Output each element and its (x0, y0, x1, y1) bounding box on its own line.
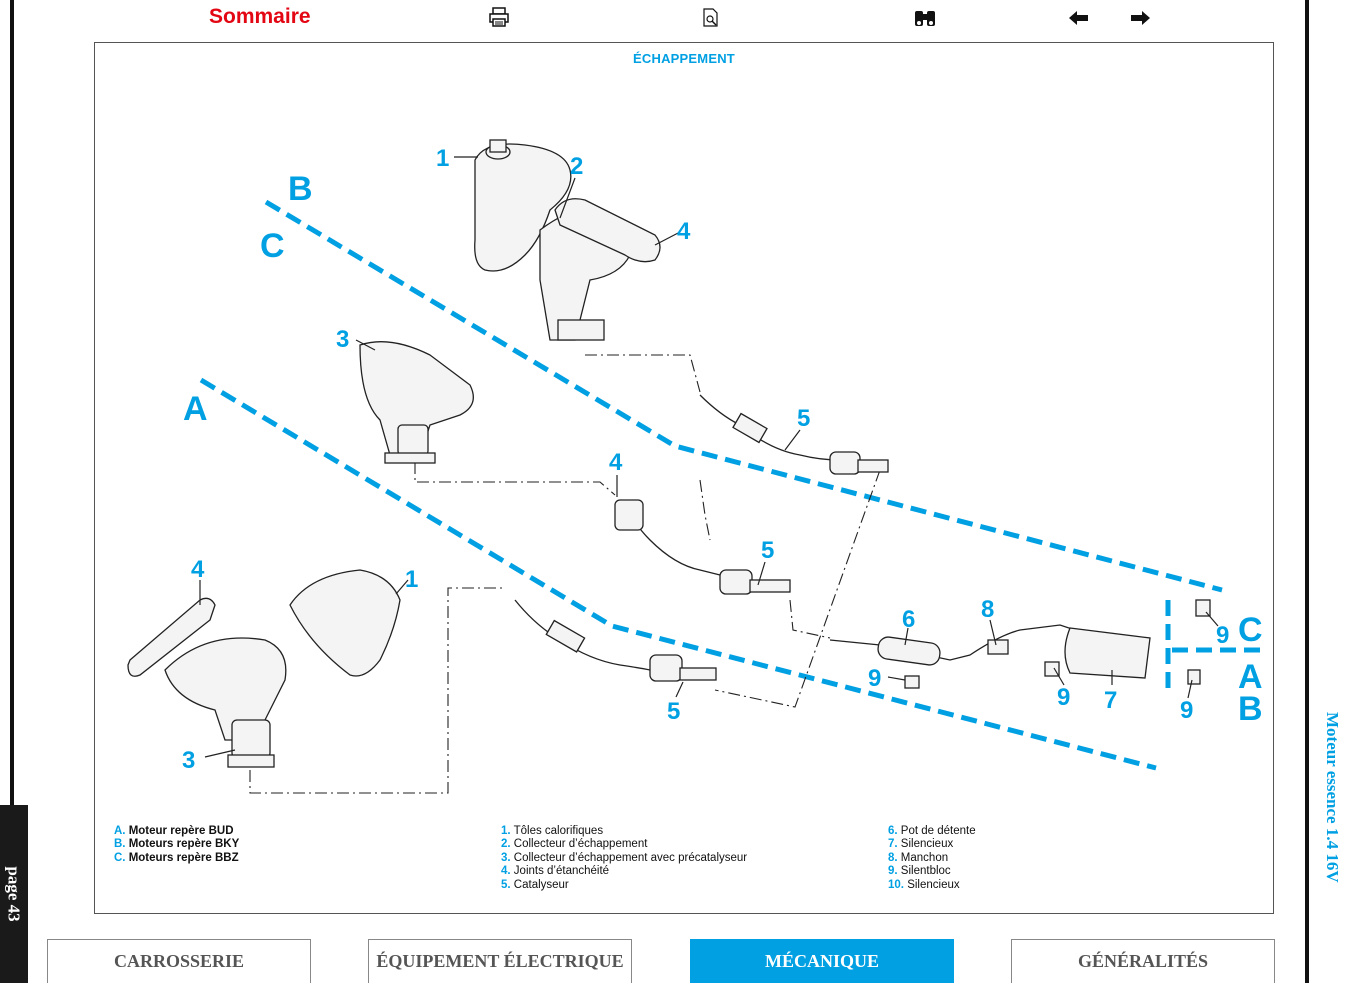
callout-4-c: 4 (677, 218, 691, 245)
tab-carrosserie[interactable]: CARROSSERIE (47, 939, 311, 983)
callout-1-c: 1 (436, 145, 449, 172)
zone-letter-a-left: A (183, 390, 208, 428)
tab-equipement-electrique[interactable]: ÉQUIPEMENT ÉLECTRIQUE (368, 939, 632, 983)
zone-letters: B C A C A B (183, 170, 1263, 728)
legend-part-1: 1. Tôles calorifiques (501, 825, 604, 837)
catalyst-a (514, 599, 717, 682)
diagram-title: ÉCHAPPEMENT (633, 51, 735, 66)
callouts: 1 2 4 3 5 4 5 4 1 3 5 6 8 9 9 7 9 9 (182, 145, 1229, 774)
legend-parts-1: 1. Tôles calorifiques 2. Collecteur d’éc… (501, 825, 747, 892)
rear-pipe (829, 624, 1151, 679)
silentblocs (904, 599, 1211, 689)
catalyst-b (614, 499, 791, 595)
sommaire-link[interactable]: Sommaire (209, 5, 311, 28)
assembly-line-c (585, 354, 701, 393)
gasket-c (554, 198, 661, 263)
callout-7: 7 (1104, 687, 1117, 714)
callout-3-b: 3 (336, 326, 349, 353)
zone-line-bc (264, 199, 1223, 593)
callout-5-b: 5 (761, 537, 774, 564)
legend-engine-c: C. Moteurs repère BBZ (114, 851, 239, 864)
catalyst-c (699, 394, 889, 475)
callout-4-a: 4 (191, 556, 205, 583)
assembly-line-bracket (699, 479, 711, 541)
search-icon[interactable] (912, 6, 938, 30)
callout-9-c: 9 (1216, 622, 1229, 649)
zone-letter-a-right: A (1238, 658, 1263, 696)
legend-part-8: 8. Manchon (888, 851, 949, 864)
callout-9-muffler: 9 (1057, 684, 1070, 711)
heat-shield-a (289, 569, 401, 677)
side-title: Moteur essence 1.4 16V (1323, 712, 1342, 883)
legend-part-7: 7. Silencieux (888, 838, 954, 851)
preview-icon[interactable] (699, 6, 725, 30)
legend-part-5: 5. Catalyseur (501, 878, 569, 891)
legend-part-4: 4. Joints d’étanchéité (501, 865, 610, 878)
zone-letter-b-top: B (288, 170, 313, 208)
gasket-a (127, 597, 216, 677)
toolbar: Sommaire (0, 0, 1300, 38)
assembly-line-rear (714, 469, 881, 708)
heat-shield-c (474, 139, 572, 272)
callout-3-a: 3 (182, 747, 195, 774)
tab-mecanique[interactable]: MÉCANIQUE (690, 939, 954, 983)
legend-part-3: 3. Collecteur d’échappement avec précata… (501, 851, 748, 864)
zone-letter-c-top: C (260, 227, 285, 265)
tab-generalites[interactable]: GÉNÉRALITÉS (1011, 939, 1275, 983)
legend-engines: A. Moteur repère BUD B. Moteurs repère B… (114, 825, 239, 865)
zone-line-a (199, 377, 1157, 771)
assembly-line-a (249, 587, 505, 794)
left-border (10, 0, 14, 805)
leader-lines (199, 156, 1219, 758)
callout-8: 8 (981, 596, 994, 623)
page-number-tab: page 43 (0, 805, 28, 983)
right-border (1305, 0, 1309, 983)
exhaust-diagram: .cl { fill:#00a0e3; font-family:"Liberat… (127, 139, 1263, 794)
callout-4-b: 4 (609, 449, 623, 476)
callout-5-a: 5 (667, 698, 680, 725)
manifold-precat-a (164, 637, 287, 768)
diagram-frame: ÉCHAPPEMENT (94, 42, 1274, 914)
legend-engine-b: B. Moteurs repère BKY (114, 838, 240, 851)
callout-5-c: 5 (797, 405, 810, 432)
callout-9-pot: 9 (868, 665, 881, 692)
callout-1-a: 1 (405, 566, 418, 593)
legend-parts-2: 6. Pot de détente 7. Silencieux 8. Manch… (888, 825, 976, 892)
assembly-line-b (414, 462, 616, 496)
legend-part-10: 10. Silencieux (888, 878, 960, 891)
zone-letter-b-right: B (1238, 690, 1263, 728)
zone-letter-c-right: C (1238, 611, 1263, 649)
arrow-right-icon[interactable] (1127, 6, 1153, 30)
callout-6: 6 (902, 606, 915, 633)
legend-part-6: 6. Pot de détente (888, 825, 976, 837)
print-icon[interactable] (487, 6, 513, 30)
manifold-precat-b (359, 341, 474, 464)
callout-2-c: 2 (570, 153, 583, 180)
legend-part-9: 9. Silentbloc (888, 865, 951, 878)
arrow-left-icon[interactable] (1066, 6, 1092, 30)
callout-9-ab: 9 (1180, 697, 1193, 724)
legend-part-2: 2. Collecteur d’échappement (501, 838, 648, 851)
legend-engine-a: A. Moteur repère BUD (114, 825, 234, 837)
assembly-line-mid (789, 599, 831, 639)
